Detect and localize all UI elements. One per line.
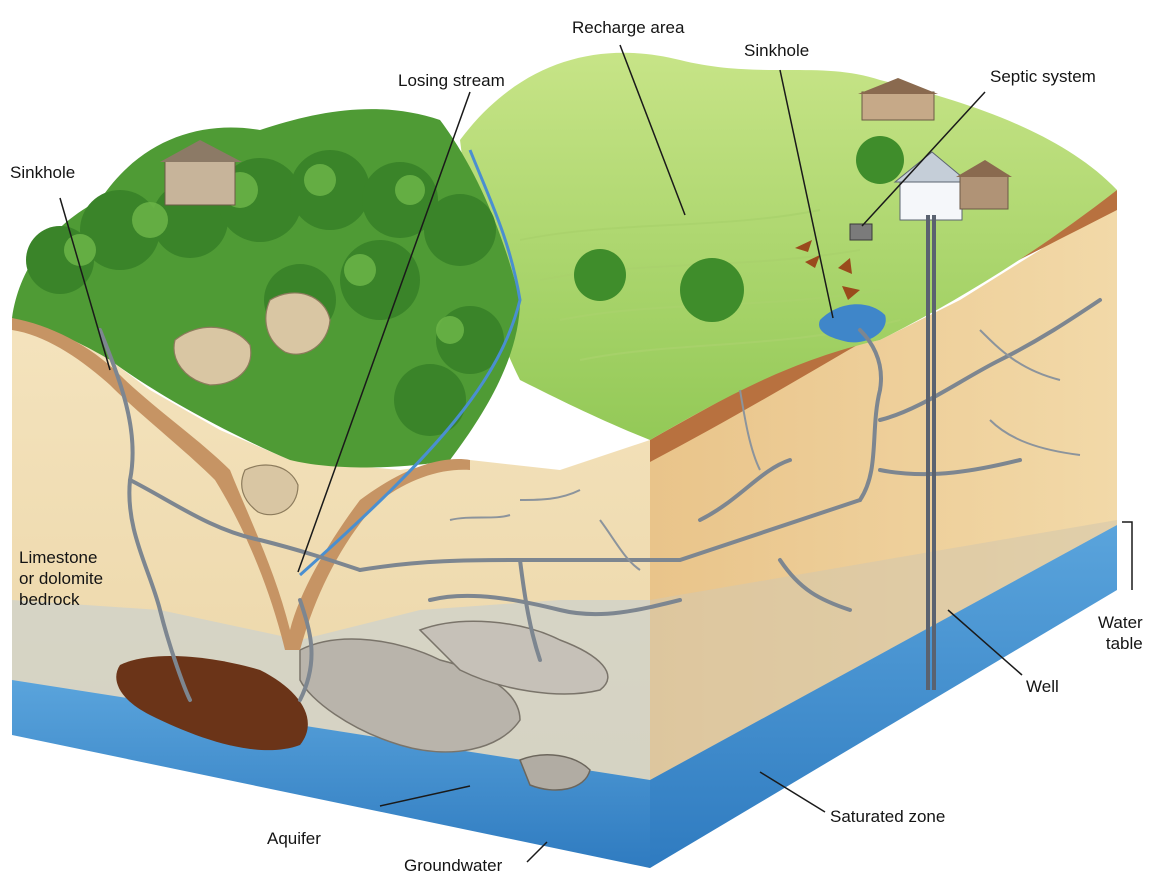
label-sinkhole-right: Sinkhole xyxy=(744,40,809,61)
label-sinkhole-left: Sinkhole xyxy=(10,162,75,183)
label-groundwater: Groundwater xyxy=(404,855,502,876)
label-losing-stream: Losing stream xyxy=(398,70,505,91)
water-table-bracket xyxy=(1122,522,1132,590)
label-aquifer: Aquifer xyxy=(267,828,321,849)
label-saturated-zone: Saturated zone xyxy=(830,806,945,827)
label-bedrock: Limestone or dolomite bedrock xyxy=(19,547,103,610)
leader-groundwater xyxy=(527,842,547,862)
septic-tank xyxy=(850,224,872,240)
label-well: Well xyxy=(1026,676,1059,697)
label-recharge-area: Recharge area xyxy=(572,17,684,38)
label-water-table: Water table xyxy=(1098,612,1143,654)
label-septic-system: Septic system xyxy=(990,66,1096,87)
